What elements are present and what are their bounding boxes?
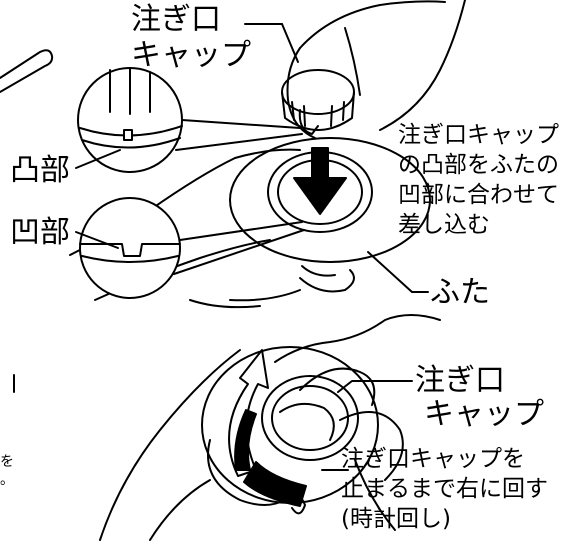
bottom-instruction-line2: 止まるまで右に回す — [341, 476, 548, 502]
top-cap-label-line2: キャップ — [131, 38, 251, 73]
zoom-circle-concave — [79, 197, 305, 299]
lid-label: ふた — [430, 275, 490, 310]
bottom-instruction-line1: 注ぎ口キャップを — [341, 446, 525, 472]
cut-text-line1: を — [0, 454, 14, 470]
top-instruction-line3: 凹部に合わせて — [398, 182, 559, 208]
top-instruction-line1: 注ぎ口キャップ — [398, 122, 559, 148]
top-cap-label-line1: 注ぎ口 — [131, 2, 221, 37]
rod-fragment — [0, 49, 54, 93]
down-arrow-icon — [293, 147, 347, 215]
bottom-instruction-line3: (時計回し) — [341, 506, 451, 532]
leader-convex — [75, 149, 121, 169]
convex-label: 凸部 — [10, 153, 70, 188]
bottom-cap — [261, 375, 359, 461]
zoom-circle-convex — [77, 67, 303, 173]
top-cap — [281, 69, 355, 135]
top-instruction-line2: の凸部をふたの — [398, 152, 559, 178]
bottom-cap-label-line2: キャップ — [424, 397, 544, 432]
leader-cap-top-2 — [281, 23, 299, 63]
top-instruction-line4: 差し込む — [398, 212, 490, 238]
leader-cap-bottom — [337, 380, 413, 393]
cut-text-line2: 。 — [0, 472, 14, 488]
concave-label: 凹部 — [10, 215, 70, 250]
clockwise-rotation-arrow-icon — [228, 349, 307, 507]
leader-lid — [367, 251, 429, 293]
leader-concave — [75, 231, 119, 249]
top-hand-right — [286, 0, 466, 139]
bottom-cap-label-line1: 注ぎ口 — [415, 363, 505, 398]
